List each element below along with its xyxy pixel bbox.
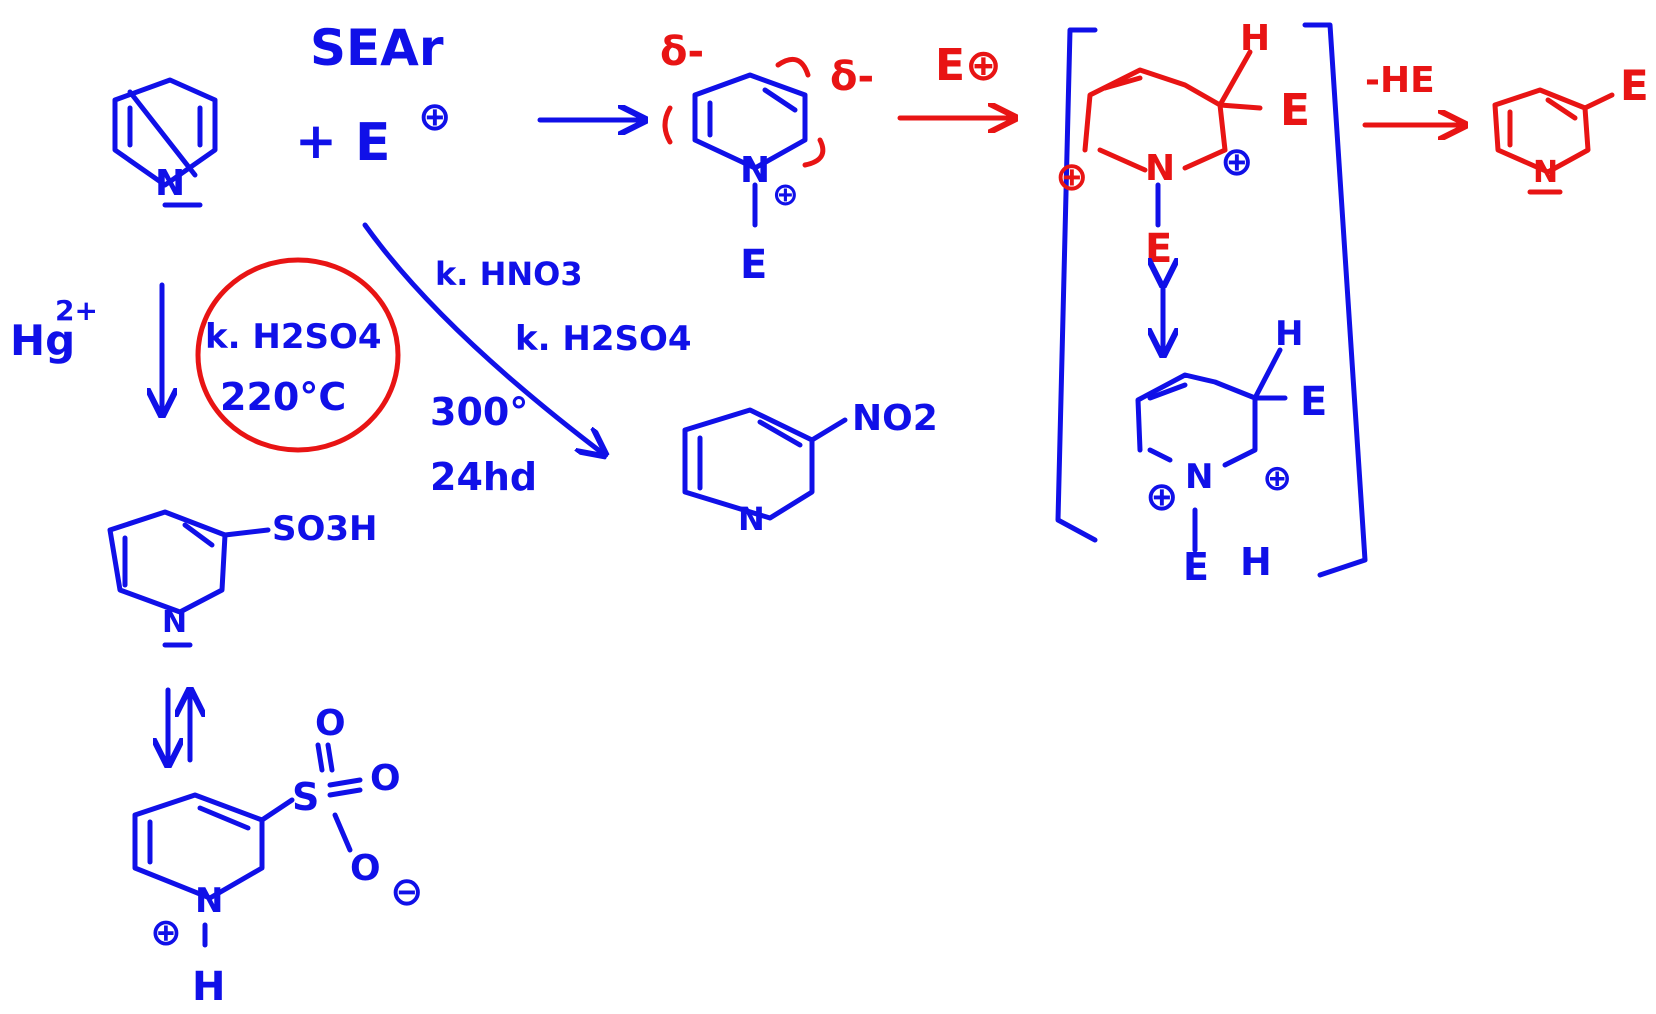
final-n-atom: N bbox=[1533, 155, 1558, 190]
sigma-n-atom: N bbox=[1145, 148, 1175, 189]
sulfonation-reagent: k. H2SO4 bbox=[205, 317, 382, 357]
nitration-arrow bbox=[362, 222, 605, 455]
delta-minus-2: δ- bbox=[830, 54, 874, 100]
highlight-circle bbox=[195, 257, 401, 453]
resonance-n-substituent: E bbox=[1183, 545, 1209, 589]
sulfonic-n-atom: N bbox=[162, 605, 187, 640]
catalyst-charge: 2+ bbox=[55, 294, 98, 327]
oxygen-top: O bbox=[315, 703, 346, 744]
pyridinium-complex: N ⊕ E δ- δ- bbox=[660, 29, 874, 288]
reactant-n-atom: N bbox=[155, 163, 185, 204]
zwitterion-positive-charge: ⊕ bbox=[150, 910, 182, 954]
sigma-complex: H E N ⊕ ⊕ E bbox=[1055, 18, 1310, 272]
right-bracket bbox=[1302, 22, 1368, 578]
sulfonate-negative-charge: ⊖ bbox=[390, 869, 424, 915]
title-text: SEAr bbox=[310, 19, 444, 77]
resonance-structure: H E N ⊕ ⊕ E H bbox=[1135, 314, 1327, 589]
electrophile-charge: ⊕ bbox=[418, 94, 452, 140]
nitropyridine-product: N NO2 bbox=[682, 398, 938, 538]
resonance-charge-left: ⊕ bbox=[1145, 474, 1179, 520]
plus-sign: + bbox=[295, 112, 337, 170]
sigma-charge-left: ⊕ bbox=[1055, 154, 1089, 200]
nitration-reagent-2: k. H2SO4 bbox=[515, 319, 692, 359]
sigma-e-group: E bbox=[1280, 85, 1310, 136]
complex-n-charge: ⊕ bbox=[772, 175, 799, 213]
resonance-n-atom: N bbox=[1185, 457, 1213, 497]
nitration-reagent-1: k. HNO3 bbox=[435, 255, 583, 293]
delta-minus-1: δ- bbox=[660, 29, 704, 75]
sulfur-atom: S bbox=[292, 775, 319, 819]
left-bracket bbox=[1055, 27, 1098, 543]
oxygen-right: O bbox=[370, 758, 401, 799]
final-e-group: E bbox=[1620, 61, 1649, 110]
elimination-label: -HE bbox=[1365, 60, 1435, 101]
final-product: N E bbox=[1492, 61, 1649, 195]
sigma-n-substituent: E bbox=[1145, 226, 1172, 272]
zwitterion-n-atom: N bbox=[195, 881, 223, 921]
nitro-n-atom: N bbox=[738, 500, 765, 538]
resonance-h-atom: H bbox=[1275, 314, 1303, 354]
nitration-temperature: 300° bbox=[430, 390, 528, 434]
complex-n-atom: N bbox=[740, 150, 770, 191]
pyridine-reactant: N bbox=[112, 77, 218, 208]
resonance-e-group: E bbox=[1300, 379, 1327, 425]
zwitterion-h-atom: H bbox=[192, 964, 225, 1010]
arrow-label-electrophile: E⊕ bbox=[935, 40, 1002, 91]
nitration-time: 24hd bbox=[430, 455, 537, 499]
oxygen-bottom: O bbox=[350, 848, 381, 889]
pyridine-sulfonic-acid: N SO3H bbox=[107, 509, 378, 648]
pyridinium-sulfonate-zwitterion: S O O O ⊖ N ⊕ H bbox=[132, 703, 424, 1010]
resonance-h2-atom: H bbox=[1240, 540, 1272, 584]
resonance-charge-right: ⊕ bbox=[1262, 458, 1292, 499]
catalyst-label: Hg bbox=[10, 316, 75, 365]
complex-substituent: E bbox=[740, 242, 767, 288]
sulfonation-temperature: 220°C bbox=[220, 375, 346, 419]
sigma-charge-right: ⊕ bbox=[1220, 139, 1254, 185]
sigma-h-atom: H bbox=[1240, 18, 1270, 59]
nitro-group: NO2 bbox=[852, 398, 938, 439]
sulfonic-group: SO3H bbox=[272, 509, 378, 549]
electrophile-label: E bbox=[355, 113, 391, 173]
